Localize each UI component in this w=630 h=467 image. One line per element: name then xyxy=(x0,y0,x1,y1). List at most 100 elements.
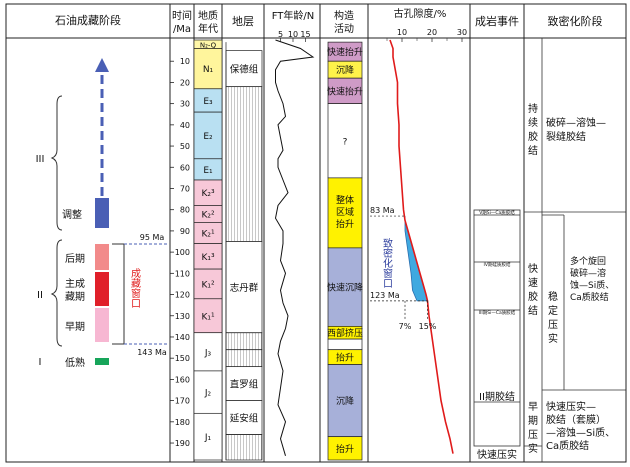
tectonic-label-3: ? xyxy=(343,137,348,147)
time-tick-label-18: 190 xyxy=(175,439,190,448)
time-tick-label-3: 40 xyxy=(180,121,190,130)
time-tick-label-1: 20 xyxy=(180,78,190,87)
diagenetic-events: V期Si—Ca质胶结 IV期硅质胶结 III期Si—Ca质胶结 II期胶结 快速… xyxy=(473,209,521,461)
stable-desc-3: 蚀—Si质、 xyxy=(570,279,614,291)
tectonic-cell-9 xyxy=(327,364,363,438)
strata-label-5: 直罗组 xyxy=(230,379,259,391)
time-tick-label-10: 110 xyxy=(175,269,190,278)
early-stage-bar xyxy=(95,308,109,342)
geo-age-label-9: K₁² xyxy=(201,280,215,290)
brace-ii xyxy=(50,239,63,347)
tectonic-label-9: 沉降 xyxy=(336,395,354,407)
geo-age-label-2: E₃ xyxy=(203,97,213,107)
column-headers: 石油成藏阶段 时间 /Ma 地质 年代 地层 FT年龄/N 构造 活动 古孔隙度… xyxy=(55,7,603,35)
early-4: 实 xyxy=(528,442,538,455)
early-desc-3: —溶蚀—Si质、 xyxy=(546,426,615,439)
geo-age-label-13: J₁ xyxy=(204,433,212,443)
strata-cell-2 xyxy=(225,241,263,334)
strata-hatch-3 xyxy=(225,332,263,351)
main-label-2: 藏期 xyxy=(65,291,85,303)
stable-desc-4: Ca质胶结 xyxy=(570,291,609,303)
geo-age-cell-13 xyxy=(193,412,223,461)
header-petroleum: 石油成藏阶段 xyxy=(55,13,121,27)
stable-desc-1: 多个旋回 xyxy=(570,255,606,267)
porosity-tick-label-2: 30 xyxy=(457,28,467,37)
early-3: 压 xyxy=(528,429,538,441)
early-1: 早 xyxy=(528,401,538,413)
early-label: 早期 xyxy=(65,321,85,333)
header-time: 时间 xyxy=(172,9,192,22)
p7-label: 7% xyxy=(399,322,412,331)
header-geo-age-2: 年代 xyxy=(198,22,218,35)
tectonic-cell-2 xyxy=(327,77,363,104)
time-tick-label-8: 90 xyxy=(180,227,190,236)
stage-i-label: I xyxy=(39,357,42,368)
time-tick-label-0: 10 xyxy=(180,57,190,66)
time-tick-label-11: 120 xyxy=(175,291,190,300)
header-ft: FT年龄/N xyxy=(272,9,315,22)
adjust-bar xyxy=(95,198,109,228)
geo-age-label-12: J₂ xyxy=(204,389,212,399)
ma-83-label: 83 Ma xyxy=(370,206,395,215)
window-label: 成藏窗口 xyxy=(129,268,141,308)
fast-4: 结 xyxy=(528,304,538,317)
time-tick-label-16: 170 xyxy=(175,397,190,406)
petroleum-stages: III II I 调整 后期 主成 藏期 早期 低熟 95 Ma 143 Ma … xyxy=(36,58,168,369)
header-porosity: 古孔隙度/% xyxy=(394,7,447,20)
geo-age-label-0: N₂-Q xyxy=(200,42,217,50)
ft-tick-label-0: 5 xyxy=(278,30,283,39)
tectonic-label-8: 抬升 xyxy=(336,352,354,364)
tectonic-cell-7 xyxy=(327,338,363,351)
strata-label-6: 延安组 xyxy=(230,413,259,425)
tectonic-label-10: 抬升 xyxy=(336,443,354,455)
stable-2: 定 xyxy=(548,304,558,317)
ft-tick-label-2: 15 xyxy=(300,30,310,39)
event-2: IV期硅质胶结 xyxy=(484,261,511,268)
event-5: 快速压实 xyxy=(477,448,517,461)
stable-3: 压 xyxy=(548,319,558,331)
geo-age-label-3: E₂ xyxy=(203,132,213,142)
time-tick-label-6: 70 xyxy=(180,184,190,193)
tectonic-label-1: 沉降 xyxy=(336,64,354,76)
time-tick-label-5: 60 xyxy=(180,163,190,172)
time-tick-label-4: 50 xyxy=(180,142,190,151)
tectonic-label-4-0: 整体 xyxy=(336,194,354,206)
strata-hatch-7 xyxy=(225,434,263,461)
early-2: 期 xyxy=(528,415,538,427)
strata-hatch-1 xyxy=(225,86,263,242)
geo-age-cell-5 xyxy=(193,179,223,206)
adjust-label: 调整 xyxy=(62,208,82,221)
ma-95-label: 95 Ma xyxy=(140,233,165,242)
geo-age-cell-1 xyxy=(193,48,223,90)
geo-age-label-7: K₂¹ xyxy=(201,230,215,240)
geo-age-label-8: K₁³ xyxy=(201,253,215,263)
strata-cell-6 xyxy=(225,400,263,435)
main-label-1: 主成 xyxy=(65,278,85,290)
tectonic-cell-10 xyxy=(327,436,363,461)
header-strata: 地层 xyxy=(232,15,254,28)
low-mature-bar xyxy=(95,358,109,365)
chart-frame xyxy=(5,3,627,463)
tectonic-label-0: 快速抬升 xyxy=(327,46,363,58)
tectonic-label-4-2: 抬升 xyxy=(336,218,354,230)
tectonic-label-5: 快速沉降 xyxy=(327,282,363,294)
strata-hatch-4 xyxy=(225,349,263,368)
time-tick-label-13: 140 xyxy=(175,333,190,342)
time-tick-label-14: 150 xyxy=(175,354,190,363)
header-geo-age-1: 地质 xyxy=(198,9,218,22)
persistent-4: 结 xyxy=(528,144,538,157)
early-desc-4: Ca质胶结 xyxy=(546,439,589,452)
early-desc-2: 胶结（套膜） xyxy=(546,413,606,426)
time-tick-label-15: 160 xyxy=(175,375,190,384)
geo-age-cell-12 xyxy=(193,370,223,414)
time-tick-label-12: 130 xyxy=(175,312,190,321)
geo-age-cell-3 xyxy=(193,111,223,160)
persistent-2: 续 xyxy=(528,116,538,129)
porosity-tick-label-1: 20 xyxy=(427,28,437,37)
time-tick-label-7: 80 xyxy=(180,206,190,215)
